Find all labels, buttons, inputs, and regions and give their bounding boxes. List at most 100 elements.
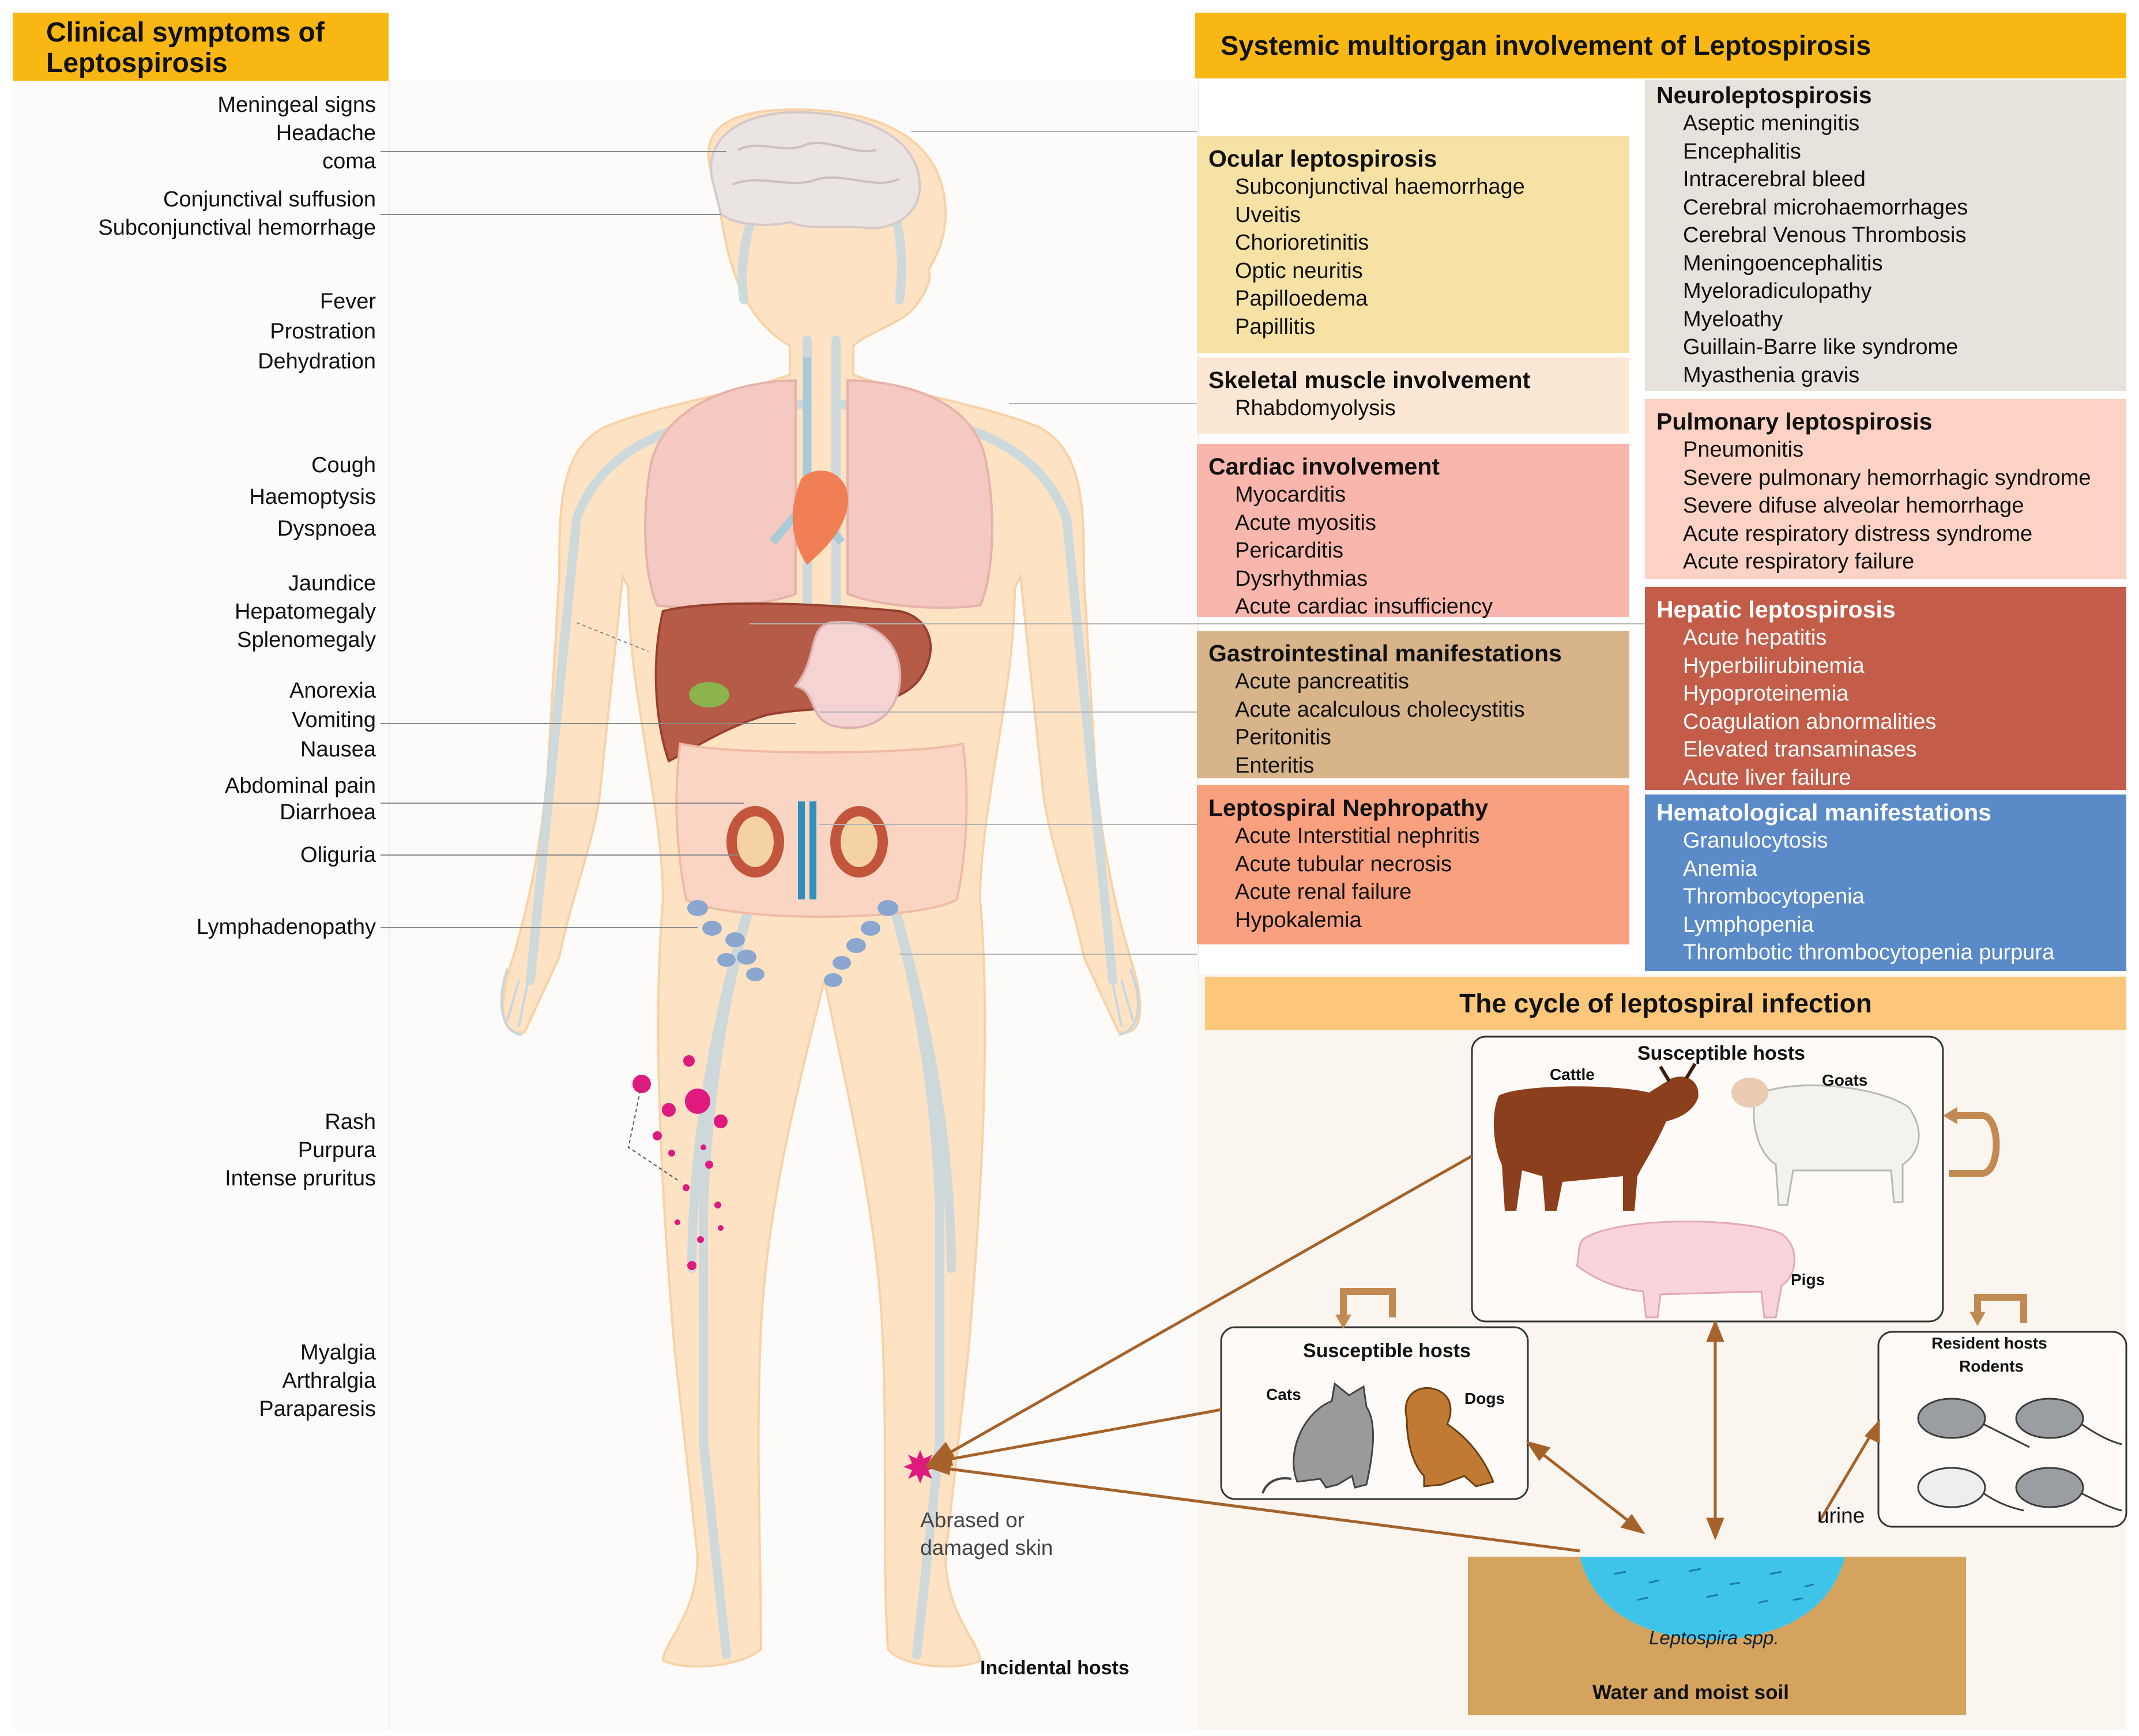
hepatic-title: Hepatic leptospirosis	[1656, 596, 1896, 623]
ocular-item: Subconjunctival haemorrhage	[1235, 175, 1525, 199]
dogs-label: Dogs	[1464, 1389, 1505, 1407]
neuro-title: Neuroleptospirosis	[1656, 82, 1872, 108]
symptom-dyspnoea: Dyspnoea	[277, 517, 376, 541]
symptom-group-liver: Jaundice Hepatomegaly Splenomegaly	[235, 570, 376, 654]
cardiac-item: Acute myositis	[1235, 510, 1376, 535]
urine-label: urine	[1817, 1504, 1865, 1527]
symptom-purpura: Purpura	[297, 1138, 376, 1162]
symptom-group-eye: Conjunctival suffusion Subconjunctival h…	[98, 186, 376, 242]
dog-illustration	[1404, 1387, 1495, 1488]
ocular-title: Ocular leptospirosis	[1208, 145, 1437, 172]
ocular-item: Uveitis	[1235, 202, 1301, 227]
cats-label: Cats	[1266, 1385, 1301, 1403]
nephropathy-title: Leptospiral Nephropathy	[1208, 794, 1489, 821]
symptom-splenomegaly: Splenomegaly	[237, 628, 376, 652]
rodent-illustrations	[1917, 1398, 2122, 1512]
symptom-oliguria: Oliguria	[300, 843, 376, 867]
symptom-abdominal-pain: Abdominal pain	[225, 774, 376, 798]
symptom-coma: coma	[322, 149, 376, 174]
symptom-rash: Rash	[325, 1110, 376, 1134]
cardiac-title: Cardiac involvement	[1208, 453, 1440, 480]
loop-arrowheads	[1335, 1107, 1986, 1329]
symptom-fever: Fever	[319, 289, 376, 314]
cattle-label: Cattle	[1550, 1065, 1595, 1083]
hands	[500, 968, 1139, 1036]
gastro-box: Gastrointestinal manifestations Acute pa…	[1197, 631, 1629, 778]
water-soil-label: Water and moist soil	[1592, 1681, 1789, 1704]
pulmonary-box: Pulmonary leptospirosis Pneumonitis Seve…	[1645, 399, 2126, 579]
pig-illustration	[1576, 1221, 1795, 1319]
nephropathy-item: Acute renal failure	[1235, 880, 1412, 904]
symptom-haemoptysis: Haemoptysis	[249, 485, 376, 509]
leader-lines	[381, 151, 796, 928]
neuro-box: Neuroleptospirosis Aseptic meningitis En…	[1645, 80, 2126, 391]
skeletal-item: Rhabdomyolysis	[1235, 396, 1396, 420]
symptom-group-respiratory: Cough Haemoptysis Dyspnoea	[249, 450, 376, 545]
abrased-skin-marker	[903, 1450, 937, 1483]
symptom-nausea: Nausea	[300, 737, 376, 762]
hepatic-item: Elevated transaminases	[1683, 737, 1917, 762]
resident-hosts-label: Resident hosts	[1931, 1334, 2047, 1352]
symptom-group-muscle: Myalgia Arthralgia Paraparesis	[259, 1339, 376, 1424]
lungs	[644, 379, 993, 609]
symptom-myalgia: Myalgia	[300, 1340, 376, 1365]
neuro-item: Cerebral Venous Thrombosis	[1683, 223, 1967, 247]
symptom-prostration: Prostration	[270, 319, 376, 344]
nephropathy-item: Acute Interstitial nephritis	[1235, 824, 1480, 848]
neuro-item: Intracerebral bleed	[1683, 167, 1866, 191]
skeletal-title: Skeletal muscle involvement	[1208, 367, 1531, 393]
transmission-arrows	[925, 1154, 1880, 1553]
gallbladder	[689, 682, 729, 707]
gastro-item: Enteritis	[1235, 753, 1315, 778]
symptom-conjunctival-suffusion: Conjunctival suffusion	[163, 187, 376, 212]
cycle-title: The cycle of leptospiral infection	[1459, 988, 1872, 1018]
heart	[792, 470, 849, 565]
neuro-item: Myeloathy	[1683, 307, 1783, 332]
hematological-item: Thrombocytopenia	[1683, 884, 1865, 909]
pulmonary-item: Acute respiratory failure	[1683, 549, 1915, 574]
skeletal-box: Skeletal muscle involvement Rhabdomyolys…	[1197, 357, 1629, 434]
hematological-item: Anemia	[1683, 856, 1757, 881]
right-header-title: Systemic multiorgan involvement of Lepto…	[1221, 30, 1871, 61]
pulmonary-item: Acute respiratory distress syndrome	[1683, 521, 2033, 546]
symptom-jaundice: Jaundice	[288, 571, 376, 596]
cycle-header: The cycle of leptospiral infection	[1205, 977, 2126, 1030]
neuro-item: Encephalitis	[1683, 139, 1801, 164]
nephropathy-item: Hypokalemia	[1235, 907, 1362, 932]
symptom-paraparesis: Paraparesis	[259, 1397, 376, 1421]
gastro-item: Peritonitis	[1235, 725, 1331, 750]
symptom-meningeal-signs: Meningeal signs	[217, 93, 376, 117]
cardiac-box: Cardiac involvement Myocarditis Acute my…	[1197, 444, 1629, 619]
cardiac-item: Pericarditis	[1235, 539, 1343, 563]
neuro-item: Myasthenia gravis	[1683, 363, 1860, 387]
abrased-skin-line2: damaged skin	[920, 1536, 1053, 1560]
symptom-group-lymph: Lymphadenopathy	[197, 913, 376, 942]
rash-zoom-lines	[627, 1083, 681, 1183]
abrased-skin-line1: Abrased or	[920, 1508, 1025, 1532]
neuro-item: Cerebral microhaemorrhages	[1683, 195, 1968, 220]
pigs-label: Pigs	[1791, 1271, 1825, 1289]
symptom-group-abdominal: Abdominal pain Diarrhoea	[225, 773, 376, 826]
ocular-box: Ocular leptospirosis Subconjunctival hae…	[1197, 136, 1629, 353]
cardiac-item: Dysrhythmias	[1235, 566, 1368, 591]
neuro-item: Meningoencephalitis	[1683, 251, 1883, 276]
hepatic-item: Hyperbilirubinemia	[1683, 653, 1865, 678]
symptom-anorexia: Anorexia	[289, 679, 376, 703]
left-header-line1: Clinical symptoms of	[46, 17, 325, 48]
symptom-headache: Headache	[276, 121, 376, 145]
right-header: Systemic multiorgan involvement of Lepto…	[1195, 13, 2126, 78]
hematological-item: Granulocytosis	[1683, 829, 1828, 853]
hematological-title: Hematological manifestations	[1656, 799, 1991, 826]
cardiac-item: Myocarditis	[1235, 483, 1346, 507]
symptom-vomiting: Vomiting	[292, 708, 376, 732]
gastro-item: Acute pancreatitis	[1235, 669, 1410, 694]
abrased-skin-label: Abrased or damaged skin	[920, 1507, 1053, 1562]
ocular-item: Optic neuritis	[1235, 258, 1363, 283]
stomach	[793, 620, 902, 729]
ocular-item: Papillitis	[1235, 314, 1316, 339]
symptom-group-renal: Oliguria	[300, 841, 376, 869]
symptoms-panel	[13, 81, 389, 1730]
gastro-title: Gastrointestinal manifestations	[1208, 640, 1562, 666]
hepatic-item: Hypoproteinemia	[1683, 681, 1849, 706]
